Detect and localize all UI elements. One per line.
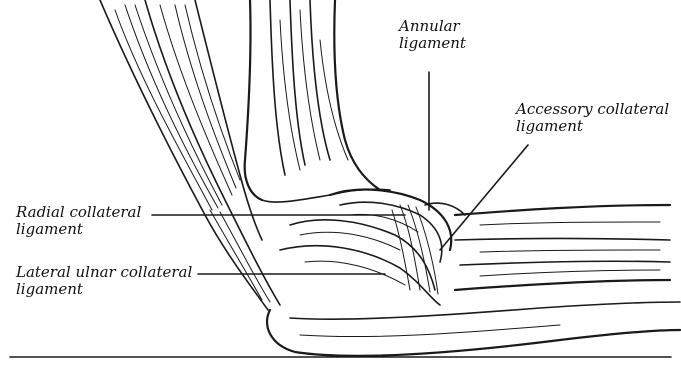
radial-label-line-2: ligament [16, 221, 141, 238]
elbow-joint-ligaments [280, 190, 465, 305]
accessory-label-line-1: Accessory collateral [516, 101, 669, 118]
lateral-ulnar-label-line-1: Lateral ulnar collateral [16, 264, 192, 281]
lateral-ulnar-collateral-ligament-label: Lateral ulnar collateral ligament [16, 264, 192, 298]
radial-collateral-ligament-label: Radial collateral ligament [16, 204, 141, 238]
annular-ligament-label: Annular ligament [399, 18, 466, 52]
annular-label-line-2: ligament [399, 35, 466, 52]
radial-label-line-1: Radial collateral [16, 204, 141, 221]
radius-ulna-bones [455, 205, 670, 290]
lateral-ulnar-label-line-2: ligament [16, 281, 192, 298]
ulna-olecranon [267, 302, 680, 356]
accessory-leader-line [440, 145, 528, 250]
annular-label-line-1: Annular [399, 18, 466, 35]
accessory-collateral-ligament-label: Accessory collateral ligament [516, 101, 669, 135]
humerus-bone [245, 0, 390, 202]
accessory-label-line-2: ligament [516, 118, 669, 135]
